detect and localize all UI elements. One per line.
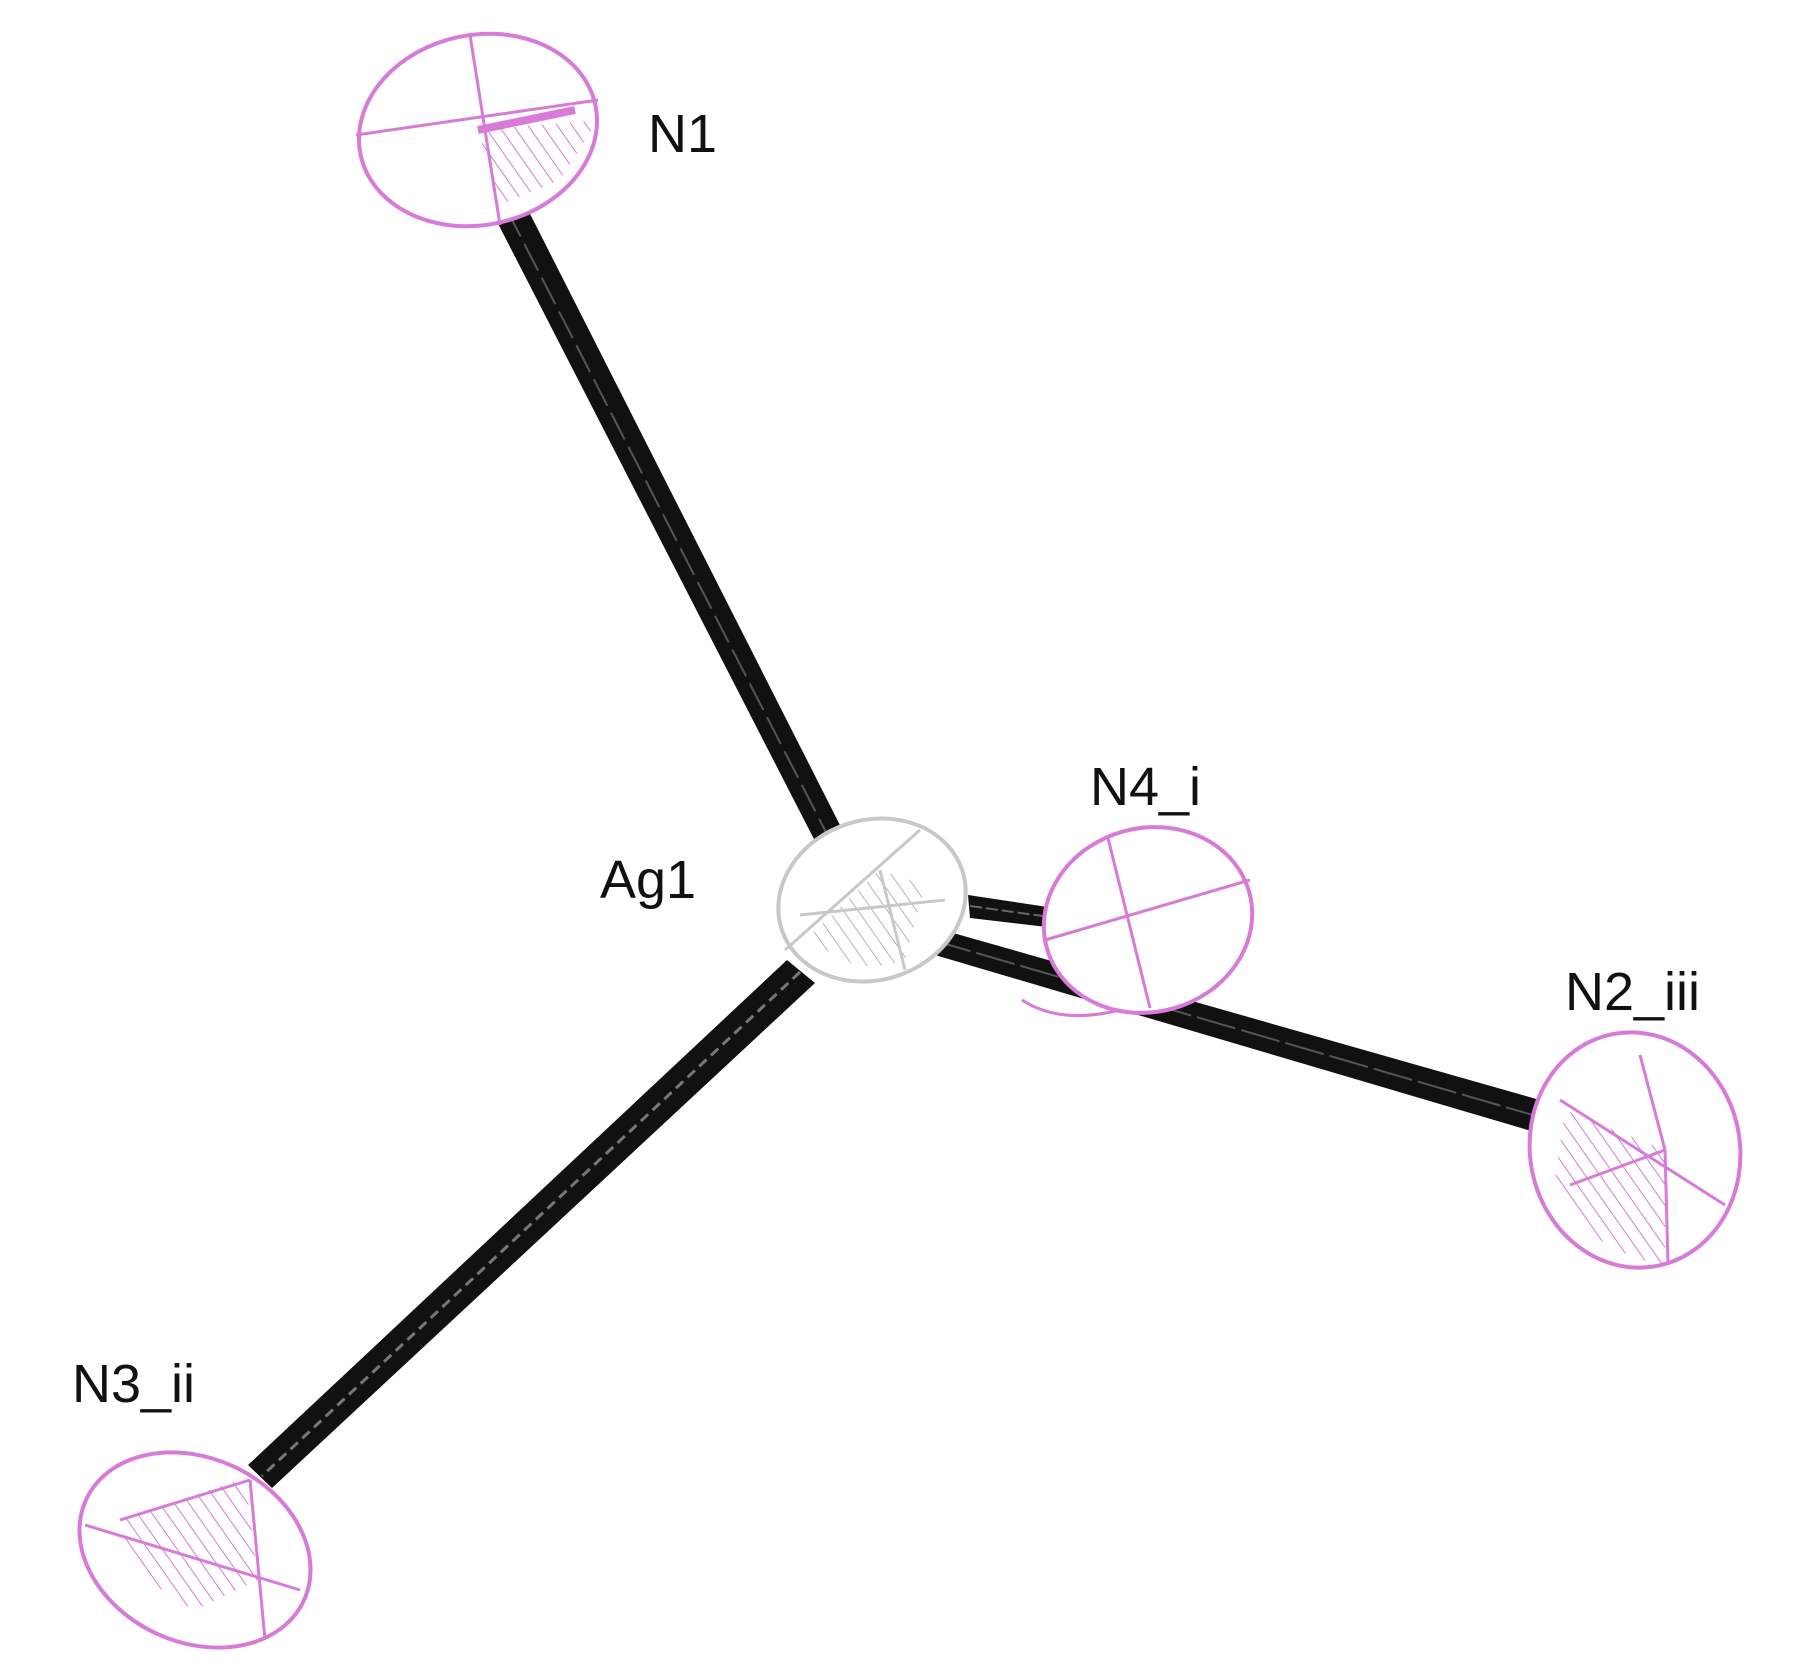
atom-label-n3-ii: N3_ii (72, 1354, 195, 1414)
atom-label-ag1: Ag1 (600, 850, 696, 910)
atom-label-n1: N1 (648, 104, 717, 164)
atom-label-n4-i: N4_i (1090, 757, 1201, 817)
bond-ag1-n3-ii (248, 960, 815, 1488)
bond-ag1-n2-iii (925, 925, 1568, 1138)
bond-ag1-n1 (490, 200, 845, 845)
atom-ag1-ellipsoid (776, 816, 968, 984)
atom-n1-ellipsoid (355, 31, 600, 229)
atom-n3-ii-ellipsoid (77, 1450, 313, 1650)
atom-n4-i-ellipsoid (1021, 825, 1255, 1018)
atom-label-n2-iii: N2_iii (1565, 962, 1700, 1022)
atom-n2-iii-ellipsoid (1527, 1030, 1743, 1270)
